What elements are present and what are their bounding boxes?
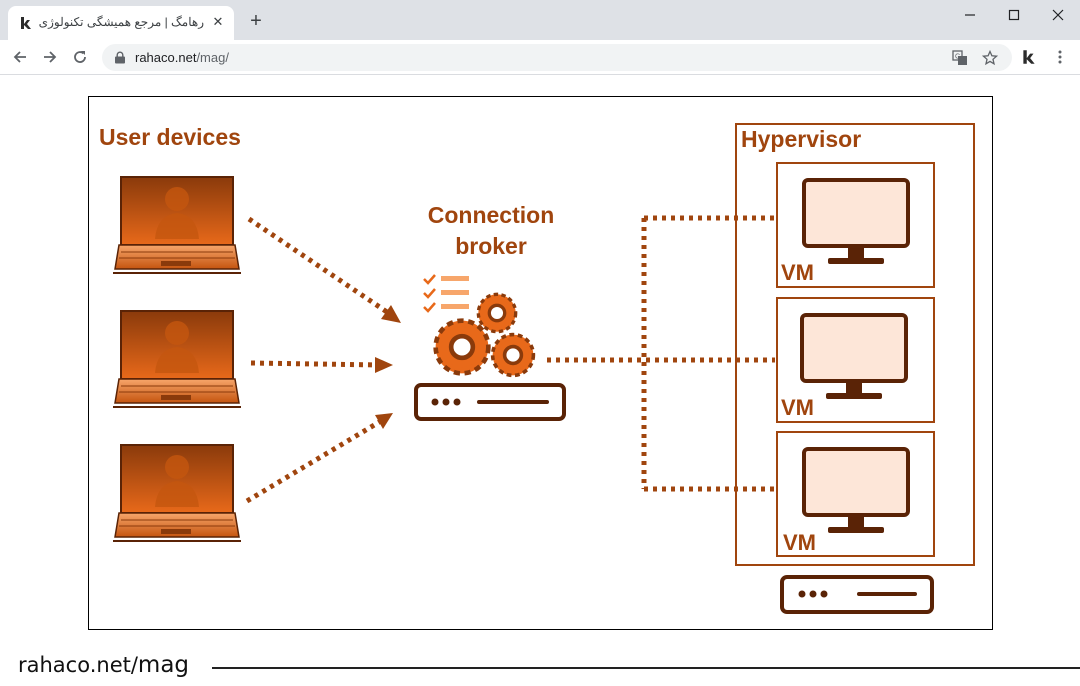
address-bar[interactable]: rahaco.net/mag/ G [102,44,1012,71]
forward-button[interactable] [38,45,62,69]
back-button[interactable] [8,45,32,69]
hypervisor-frame [735,123,975,566]
new-tab-button[interactable]: + [250,10,262,32]
user-laptop-1 [112,176,242,274]
url-host: rahaco.net [135,50,197,65]
user-to-broker-arrows [245,216,389,504]
lock-icon [115,51,125,64]
minimize-button[interactable] [948,0,992,30]
maximize-icon [1008,9,1020,21]
browser-toolbar: rahaco.net/mag/ G [0,40,1080,75]
translate-icon: G [952,50,967,65]
url-path: /mag/ [196,50,229,65]
menu-button[interactable] [1052,47,1068,67]
minimize-icon [965,14,975,16]
caption-divider [212,667,1080,669]
svg-text:G: G [955,54,960,61]
checklist-icon [423,274,469,313]
arrowheads [375,305,401,429]
vm-label-1: VM [781,260,814,285]
tab-title: رهامگ | مرجع همیشگی تکنولوژی | [38,15,204,29]
vdi-diagram: User devices Connection broker [88,96,993,630]
close-icon [1052,9,1064,21]
extension-icon[interactable] [1020,48,1038,66]
broker-server-icon [414,383,566,421]
tab-close-icon[interactable]: ✕ [212,14,224,29]
star-icon [982,50,998,66]
user-laptop-3 [112,444,242,542]
translate-button[interactable]: G [950,48,970,68]
caption-path: mag [137,652,190,678]
reload-icon [74,51,86,63]
back-arrow-icon [13,51,26,63]
site-caption: rahaco.net/mag [18,652,189,678]
user-devices-label: User devices [99,124,241,150]
hypervisor-label: Hypervisor [741,126,861,152]
vm-label-2: VM [781,395,814,420]
user-laptop-2 [112,310,242,408]
broker-to-vm-links [547,215,775,492]
browser-tab[interactable]: رهامگ | مرجع همیشگی تکنولوژی | ✕ [8,6,234,40]
broker-label-line1: Connection [428,202,555,228]
bookmark-button[interactable] [980,48,1000,68]
tab-strip: رهامگ | مرجع همیشگی تکنولوژی | ✕ + [0,0,1080,40]
vm-label-3: VM [783,530,816,555]
diagram-canvas: User devices Connection broker [99,123,975,614]
forward-arrow-icon [44,51,57,63]
close-window-button[interactable] [1036,0,1080,30]
hypervisor-server-icon [780,575,934,614]
caption-site: rahaco.net/ [18,653,138,677]
menu-icon [1058,50,1062,64]
broker-label-line2: broker [455,233,527,259]
reload-button[interactable] [68,45,92,69]
maximize-button[interactable] [992,0,1036,30]
site-favicon-icon [21,17,31,29]
url-text: rahaco.net/mag/ [135,50,229,65]
